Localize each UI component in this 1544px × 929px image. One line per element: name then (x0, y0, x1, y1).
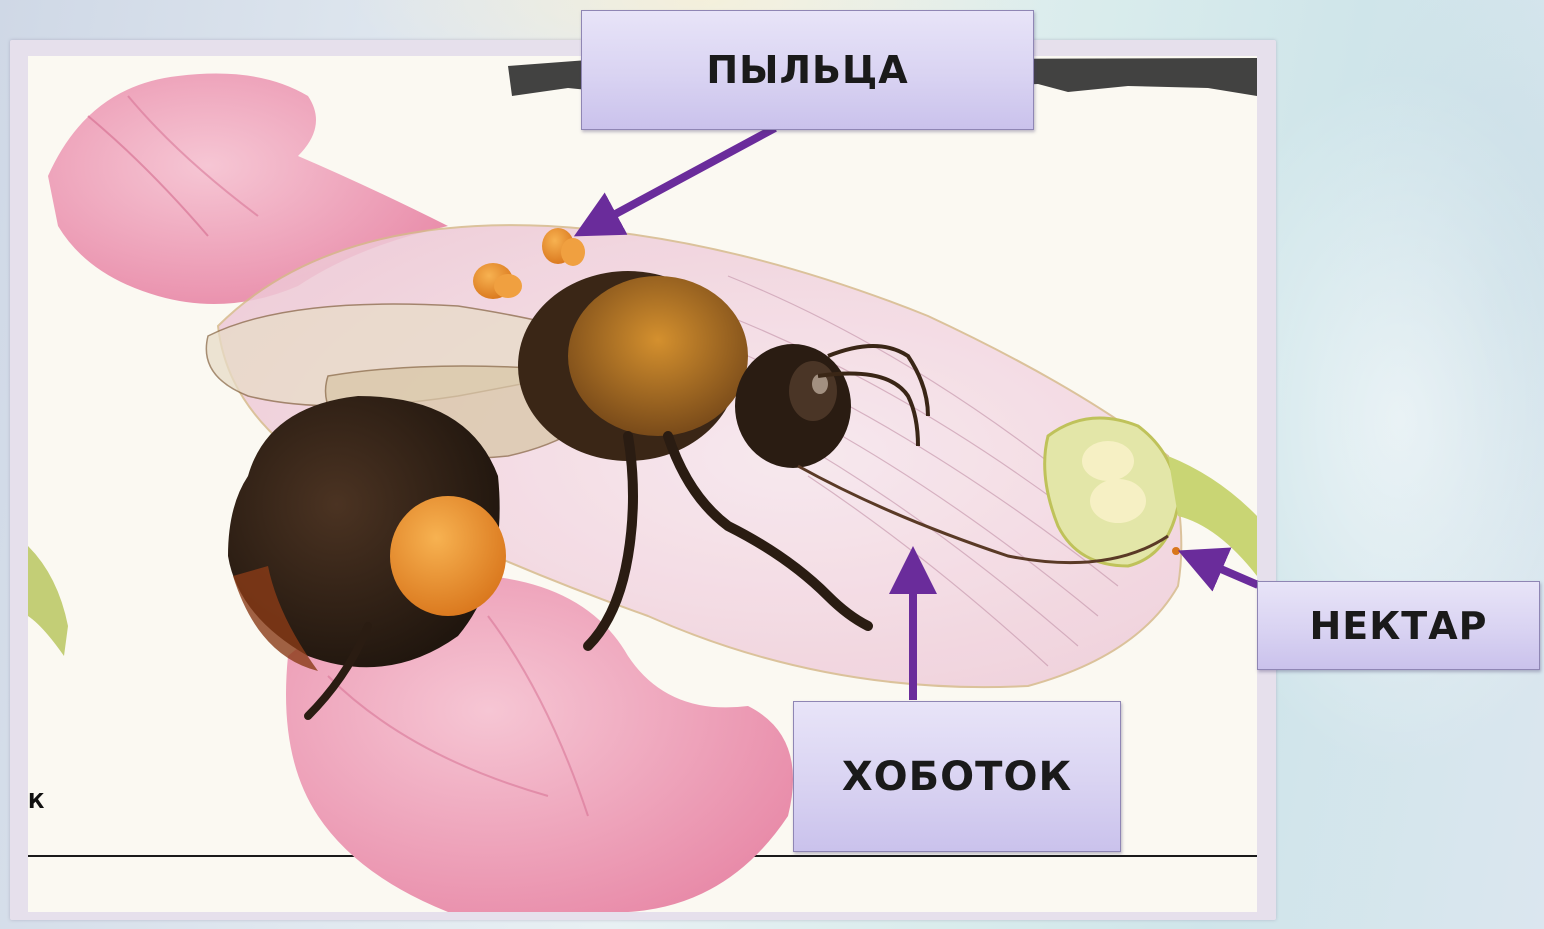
nectar-arrow (1200, 560, 1258, 585)
nectar-label: НЕКТАР (1257, 581, 1540, 670)
proboscis-label: ХОБОТОК (793, 701, 1121, 852)
pollen-arrow (595, 128, 775, 225)
pollen-label: ПЫЛЬЦА (581, 10, 1034, 130)
